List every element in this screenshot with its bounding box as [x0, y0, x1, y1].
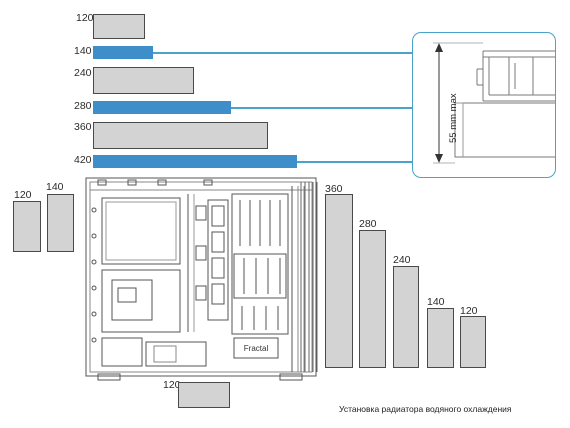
- clearance-callout: 55 mm max: [412, 32, 556, 178]
- label-right-280: 280: [359, 218, 377, 230]
- radiator-right-360: [325, 194, 353, 368]
- radiator-top-280: [93, 101, 231, 114]
- radiator-top-120: [93, 14, 145, 39]
- label-top-420: 420: [74, 154, 92, 166]
- label-right-120: 120: [460, 305, 478, 317]
- radiator-left-120: [13, 201, 41, 252]
- clearance-detail-drawing: 55 mm max: [433, 42, 555, 164]
- label-left-140: 140: [46, 181, 64, 193]
- label-right-240: 240: [393, 254, 411, 266]
- connector-line-280: [231, 107, 413, 109]
- label-bottom-120: 120: [163, 379, 181, 391]
- radiator-top-360: [93, 122, 268, 149]
- side-vent-panel: [300, 182, 318, 372]
- radiator-top-420: [93, 155, 297, 168]
- label-right-140: 140: [427, 296, 445, 308]
- label-left-120: 120: [14, 189, 32, 201]
- label-top-280: 280: [74, 100, 92, 112]
- label-top-140: 140: [74, 45, 92, 57]
- label-right-360: 360: [325, 183, 343, 195]
- connector-line-140: [153, 52, 413, 54]
- label-top-240: 240: [74, 67, 92, 79]
- caption: Установка радиатора водяного охлаждения: [339, 404, 512, 414]
- radiator-left-140: [47, 194, 74, 252]
- radiator-right-240: [393, 266, 419, 368]
- radiator-bottom-120: [178, 382, 230, 408]
- radiator-top-140: [93, 46, 153, 59]
- pc-case-drawing: Fractal: [85, 177, 317, 381]
- radiator-right-140: [427, 308, 454, 368]
- case-badge: Fractal: [244, 344, 269, 353]
- connector-line-420: [297, 161, 413, 163]
- radiator-top-240: [93, 67, 194, 94]
- label-top-360: 360: [74, 121, 92, 133]
- radiator-right-120: [460, 316, 486, 368]
- label-top-120: 120: [76, 12, 94, 24]
- radiator-right-280: [359, 230, 386, 368]
- clearance-label: 55 mm max: [448, 93, 459, 143]
